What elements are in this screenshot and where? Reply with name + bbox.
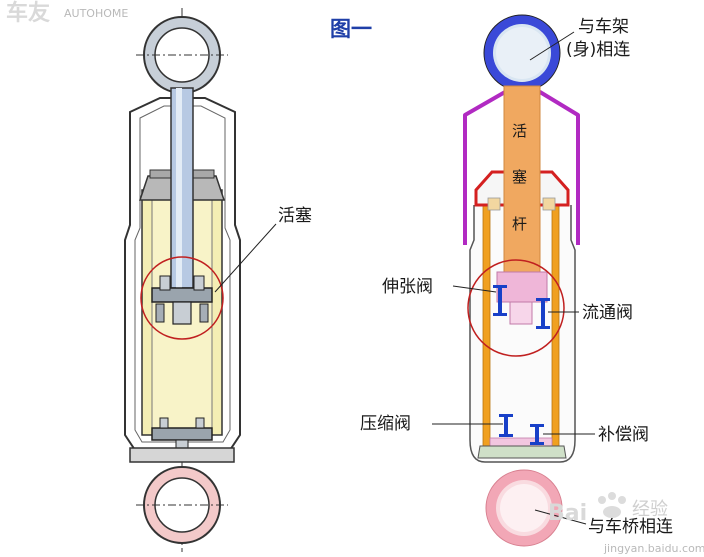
top-left-watermark: 车友 AUTOHOME [6,0,128,26]
right-labels: 与车架 (身)相连 伸张阀 流通阀 压缩阀 补偿阀 与车桥相连 [360,17,673,537]
rebound-valve-symbol [493,285,507,316]
left-base-valve [151,417,213,449]
left-inner-cover-line [134,105,231,443]
baidu-watermark: Bai 经验 jingyan.baidu.com [548,492,704,555]
watermark-text: AUTOHOME [64,7,128,20]
flow-valve-label: 流通阀 [582,303,633,323]
right-top-eye [483,14,561,92]
left-piston-assembly [151,275,213,325]
right-piston-rod [503,85,541,273]
axle-connect-leader [534,509,587,525]
left-piston-highlight [140,256,224,340]
rebound-valve-leader [452,285,497,293]
right-cylinder-wall-left [482,204,491,451]
compensation-valve-label: 补偿阀 [598,425,649,445]
left-bottom-eye [129,447,235,544]
watermark-logo: 车友 [6,0,50,26]
baidu-brand-text: Bai [548,501,587,526]
frame-connect-label-2: (身)相连 [566,40,630,60]
right-schematic-shock: 活 塞 杆 [463,14,580,547]
left-outer-cover [124,97,241,451]
compensation-valve-symbol [530,424,544,445]
right-piston-highlight [467,259,565,357]
right-cylinder-wall-right [551,204,560,451]
frame-connect-leader [529,31,575,61]
right-bottom-eye [485,469,563,547]
compression-valve-label: 压缩阀 [360,414,411,434]
frame-connect-label-1: 与车架 [578,17,629,37]
rod-char-3: 杆 [512,215,527,233]
compression-valve-symbol [499,414,513,437]
baidu-cn-text: 经验 [632,499,668,520]
right-reservoir-tube [469,205,576,463]
baidu-paw-icon [598,492,626,518]
flow-valve-symbol [536,298,550,329]
rod-char-1: 活 [512,122,527,140]
left-cutaway-shock: 活塞 [124,8,312,552]
piston-leader-line [214,223,277,293]
rebound-valve-label: 伸张阀 [382,277,433,297]
piston-label: 活塞 [278,206,312,226]
figure-title: 图一 [330,17,372,41]
baidu-url-text: jingyan.baidu.com [603,542,704,555]
axle-connect-label: 与车桥相连 [588,517,673,537]
left-top-eye [136,16,228,94]
rod-char-2: 塞 [512,168,527,186]
